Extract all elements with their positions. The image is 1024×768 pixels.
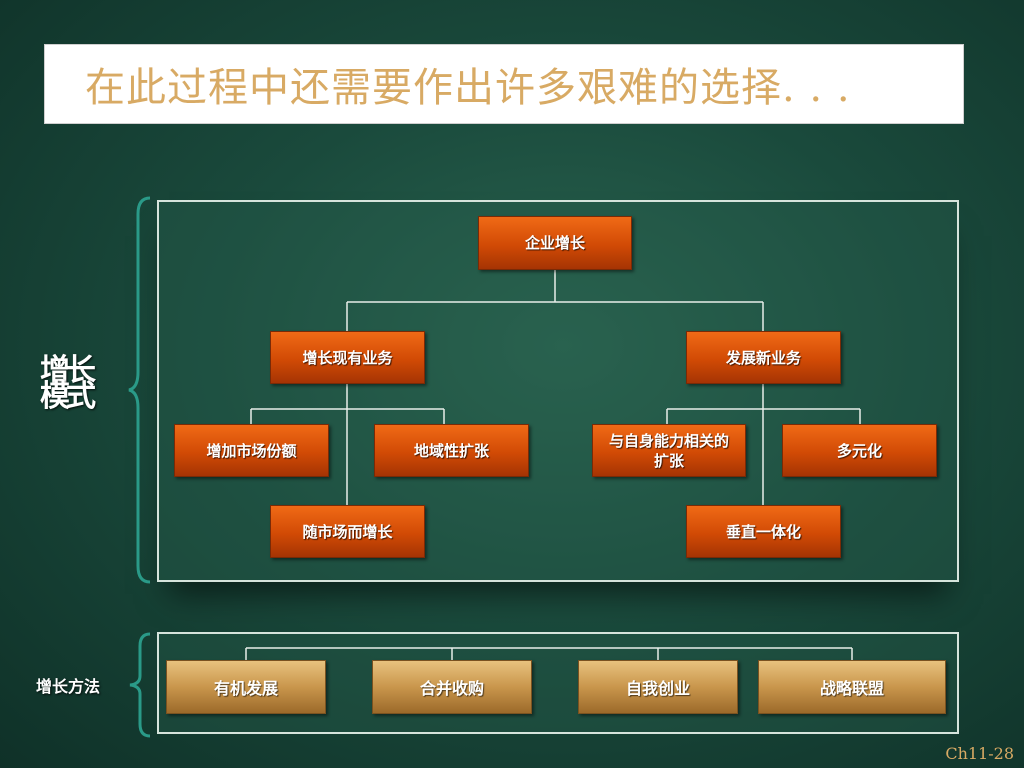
left-brace-bottom-icon	[129, 632, 151, 738]
method-box-1: 有机发展	[166, 660, 326, 714]
page-number: Ch11-28	[945, 744, 1014, 763]
method-box-4: 战略联盟	[758, 660, 946, 714]
node-right-branch: 发展新业务	[686, 331, 841, 384]
node-left-branch: 增长现有业务	[270, 331, 425, 384]
node-right-child-3: 垂直一体化	[686, 505, 841, 558]
node-left-child-3: 随市场而增长	[270, 505, 425, 558]
left-brace-top-icon	[128, 196, 151, 584]
growth-method-label: 增长方法	[36, 677, 101, 696]
title-box: 在此过程中还需要作出许多艰难的选择. . .	[44, 44, 964, 124]
page-title: 在此过程中还需要作出许多艰难的选择. . .	[85, 65, 851, 111]
node-right-child-2: 多元化	[782, 424, 937, 477]
node-left-child-2: 地域性扩张	[374, 424, 529, 477]
node-root: 企业增长	[478, 216, 632, 270]
node-right-child-1: 与自身能力相关的扩张	[592, 424, 746, 477]
method-box-2: 合并收购	[372, 660, 532, 714]
node-left-child-1: 增加市场份额	[174, 424, 329, 477]
method-box-3: 自我创业	[578, 660, 738, 714]
growth-mode-label: 增长模式	[40, 353, 96, 414]
